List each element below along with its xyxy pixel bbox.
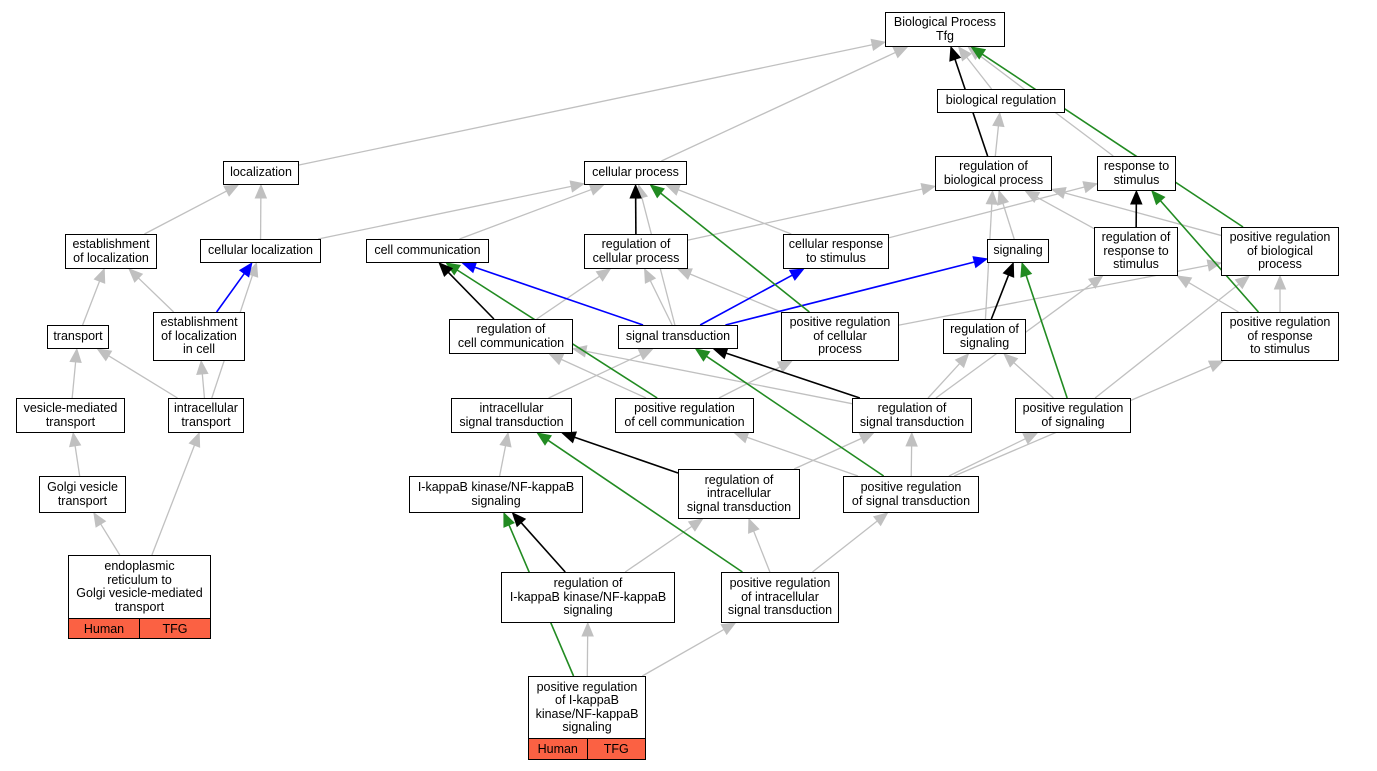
node-regulation-of-signaling[interactable]: regulation of signaling [943, 319, 1026, 354]
annotation-species-tag: Human [69, 619, 139, 638]
node-positive-regulation-of-intracellular-signal-transduction[interactable]: positive regulation of intracellular sig… [721, 572, 839, 623]
node-positive-regulation-of-signal-transduction[interactable]: positive regulation of signal transducti… [843, 476, 979, 513]
node-vesicle-mediated-transport[interactable]: vesicle-mediated transport [16, 398, 125, 433]
edge-is-a [812, 512, 889, 573]
edge-positively-regulates [1020, 261, 1068, 399]
edge-is-a [459, 183, 605, 240]
edge-positively-regulates [649, 184, 810, 313]
node-cell-communication[interactable]: cell communication [366, 239, 489, 263]
node-positive-regulation-of-response-to-stimulus[interactable]: positive regulation of response to stimu… [1221, 312, 1339, 361]
edge-positively-regulates [694, 348, 885, 477]
annotation-gene-tag: TFG [139, 619, 210, 638]
edge-is-a [298, 38, 887, 166]
positive-regulation-of-ikappab-annotations: Human TFG [528, 738, 646, 760]
edge-is-a [318, 180, 586, 240]
node-regulation-of-biological-process[interactable]: regulation of biological process [935, 156, 1052, 191]
node-positive-regulation-of-cell-communication[interactable]: positive regulation of cell communicatio… [615, 398, 754, 433]
edge-is-a [196, 359, 209, 399]
node-signaling[interactable]: signaling [987, 239, 1049, 263]
er-to-golgi-annotations: Human TFG [68, 618, 211, 639]
edge-is-a [1024, 190, 1095, 230]
node-positive-regulation-of-cellular-process[interactable]: positive regulation of cellular process [781, 312, 899, 361]
edge-is-a [624, 518, 704, 573]
node-er-to-golgi[interactable]: endoplasmic reticulum to Golgi vesicle-m… [68, 555, 211, 619]
edge-part-of [511, 512, 566, 573]
edge-part-of [438, 262, 495, 320]
edge-is-a [718, 360, 793, 399]
edge-is-a [793, 432, 875, 470]
edge-is-a [1094, 275, 1251, 399]
edge-is-a [664, 184, 792, 235]
edge-is-a [905, 431, 918, 477]
node-regulation-of-cell-communication[interactable]: regulation of cell communication [449, 319, 573, 354]
edge-is-a [151, 431, 201, 556]
edge-is-a [82, 267, 106, 326]
edge-regulates [215, 261, 253, 313]
node-response-to-stimulus[interactable]: response to stimulus [1097, 156, 1176, 191]
edge-part-of [629, 183, 642, 235]
edge-is-a [96, 348, 178, 399]
node-ikappab-signaling[interactable]: I-kappaB kinase/NF-kappaB signaling [409, 476, 583, 513]
node-cellular-response-to-stimulus[interactable]: cellular response to stimulus [783, 234, 889, 269]
node-positive-regulation-of-ikappab-signaling[interactable]: positive regulation of I-kappaB kinase/N… [528, 676, 646, 739]
edge-is-a [992, 111, 1005, 157]
edge-is-a [957, 45, 993, 90]
edge-is-a [128, 268, 175, 313]
edge-positively-regulates [536, 432, 743, 573]
node-establishment-of-localization[interactable]: establishment of localization [65, 234, 157, 269]
edge-is-a [548, 348, 654, 399]
edge-is-a [676, 268, 782, 313]
node-intracellular-transport[interactable]: intracellular transport [168, 398, 244, 433]
node-regulation-of-ikappab-signaling[interactable]: regulation of I-kappaB kinase/NF-kappaB … [501, 572, 675, 623]
edge-is-a [69, 431, 82, 477]
annotation-gene-tag: TFG [586, 739, 645, 759]
node-golgi-vesicle-transport[interactable]: Golgi vesicle transport [39, 476, 126, 513]
edge-is-a [641, 622, 737, 677]
edge-regulates [725, 256, 989, 326]
edge-is-a [927, 353, 970, 399]
node-biological-regulation[interactable]: biological regulation [937, 89, 1065, 113]
edge-part-of [990, 261, 1015, 320]
edge-is-a [581, 621, 594, 677]
edge-is-a [748, 517, 771, 573]
edge-part-of [561, 431, 679, 474]
node-regulation-of-cellular-process[interactable]: regulation of cellular process [584, 234, 688, 269]
node-regulation-of-intracellular-signal-transduction[interactable]: regulation of intracellular signal trans… [678, 469, 800, 519]
edge-is-a [1273, 274, 1287, 312]
edge-part-of [1130, 189, 1143, 228]
node-positive-regulation-of-biological-process[interactable]: positive regulation of biological proces… [1221, 227, 1339, 276]
node-cellular-process[interactable]: cellular process [584, 161, 687, 185]
edge-is-a [888, 181, 1099, 239]
edge-is-a [644, 267, 673, 326]
node-regulation-of-signal-transduction[interactable]: regulation of signal transduction [852, 398, 972, 433]
edge-is-a [1003, 353, 1054, 399]
edge-is-a [69, 347, 82, 399]
node-signal-transduction[interactable]: signal transduction [618, 325, 738, 349]
edge-is-a [997, 189, 1015, 240]
node-positive-regulation-of-signaling[interactable]: positive regulation of signaling [1015, 398, 1131, 433]
edge-positively-regulates [970, 46, 1244, 228]
edge-positively-regulates [1151, 190, 1260, 313]
edge-regulates [699, 268, 805, 326]
edge-is-a [254, 183, 268, 240]
node-cellular-localization[interactable]: cellular localization [200, 239, 321, 263]
node-bp-root[interactable]: Biological Process Tfg [885, 12, 1005, 47]
node-localization[interactable]: localization [223, 161, 299, 185]
edge-is-a [548, 353, 647, 399]
node-intracellular-signal-transduction[interactable]: intracellular signal transduction [451, 398, 572, 433]
edge-is-a [498, 431, 512, 477]
edge-is-a [661, 46, 909, 162]
edge-is-a [687, 183, 937, 241]
edge-is-a [948, 432, 1039, 477]
edge-is-a [93, 511, 121, 556]
edge-is-a [1176, 275, 1239, 313]
node-establishment-of-localization-in-cell[interactable]: establishment of localization in cell [153, 312, 245, 361]
edge-is-a [144, 184, 240, 235]
node-transport[interactable]: transport [47, 325, 109, 349]
node-regulation-of-response-to-stimulus[interactable]: regulation of response to stimulus [1094, 227, 1178, 276]
edge-is-a [536, 268, 612, 320]
annotation-species-tag: Human [529, 739, 587, 759]
